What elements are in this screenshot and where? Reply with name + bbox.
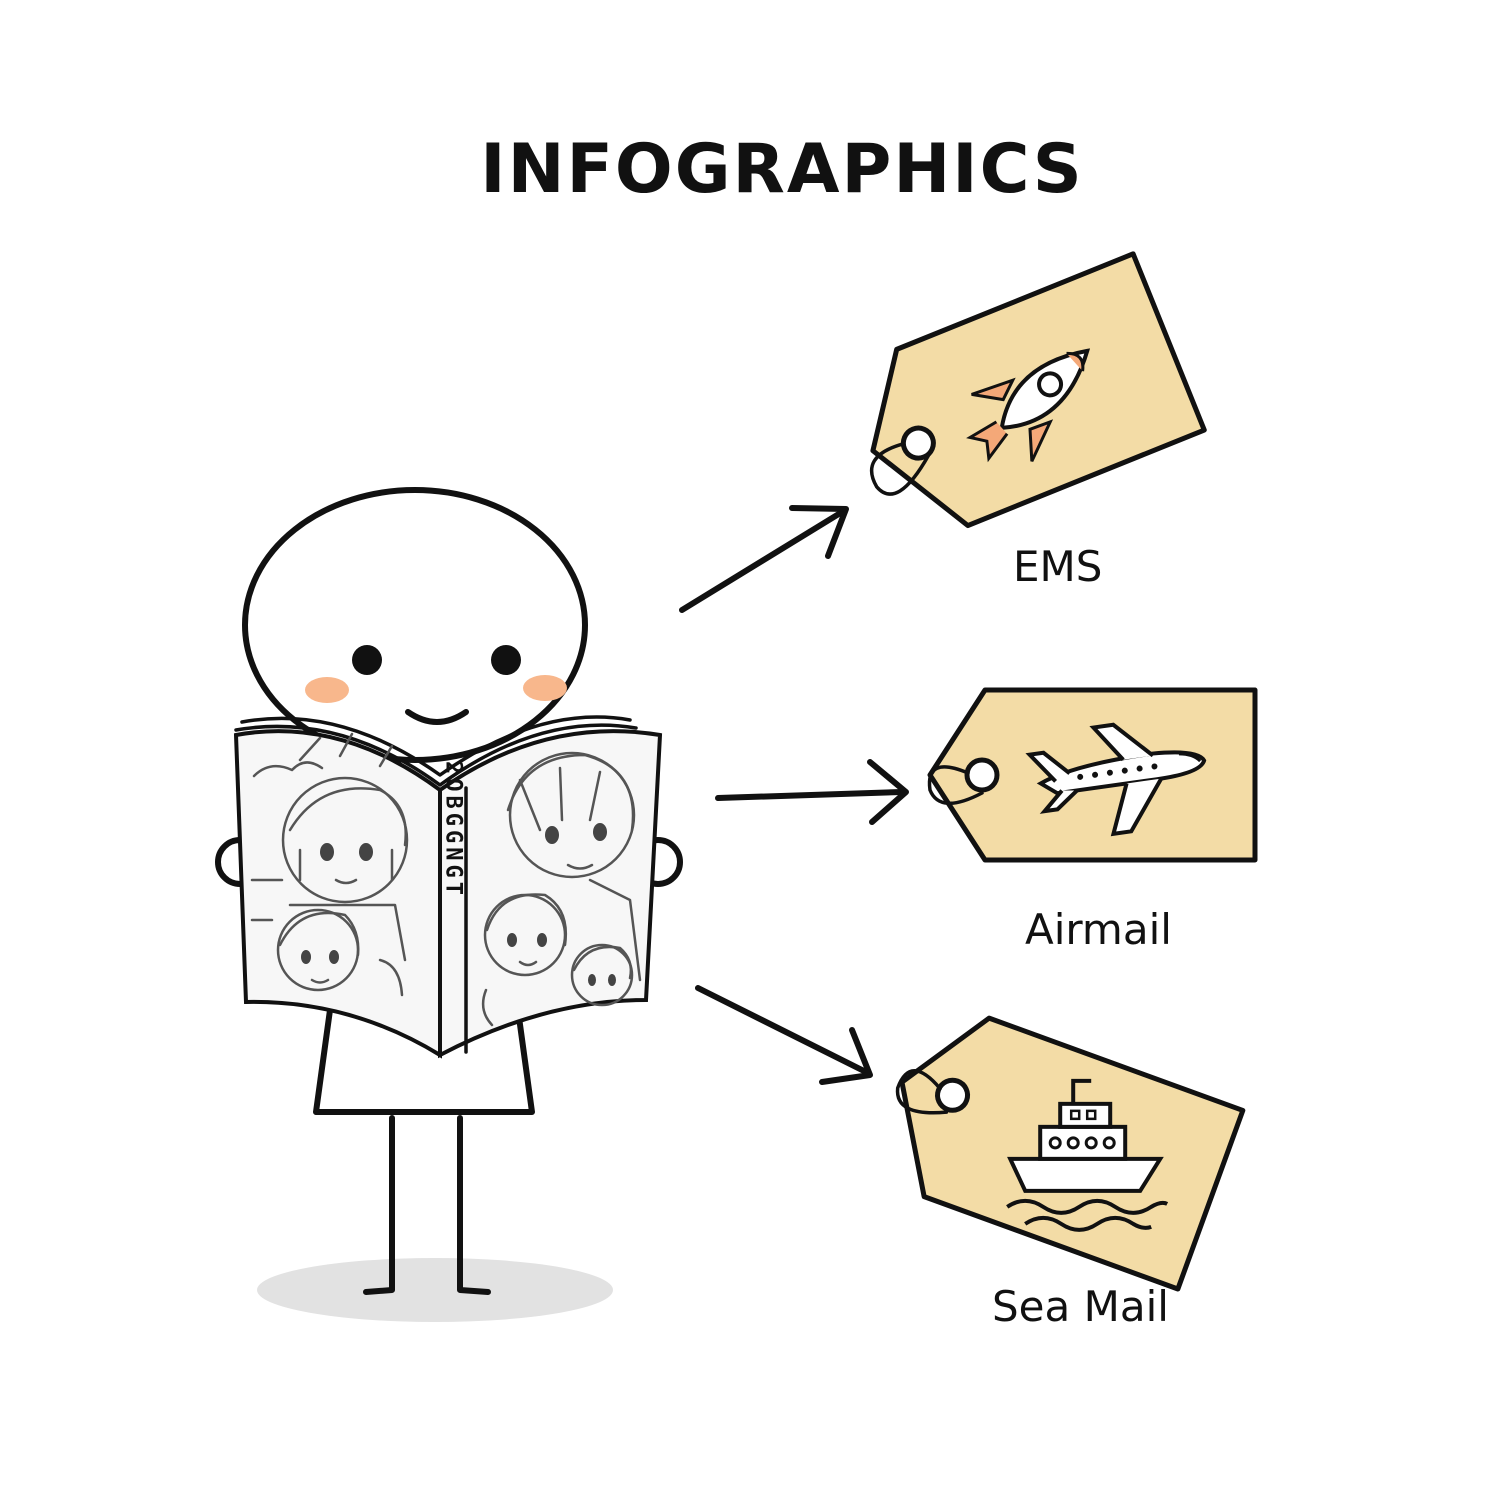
arrow-to-airmail bbox=[715, 759, 909, 825]
sea-mail-tag bbox=[895, 1015, 1246, 1292]
stick-figure-body bbox=[313, 1007, 535, 1115]
left-eye-icon bbox=[352, 645, 382, 675]
right-eye-icon bbox=[491, 645, 521, 675]
left-cheek bbox=[305, 677, 349, 703]
manga-art-left bbox=[250, 732, 409, 997]
rocket-icon bbox=[966, 348, 1091, 463]
airmail-tag bbox=[927, 687, 1258, 863]
manga-art-right bbox=[481, 751, 642, 1027]
ems-label: EMS bbox=[1013, 542, 1103, 591]
arrow-to-sea-mail bbox=[695, 985, 873, 1085]
stick-figure-legs bbox=[363, 1115, 491, 1295]
book-spine-text: 2OBGGNGT bbox=[441, 761, 466, 899]
ship-icon bbox=[1006, 1078, 1169, 1232]
right-cheek bbox=[523, 675, 567, 701]
manga-book: 2OBGGNGT bbox=[233, 715, 663, 1059]
sea-mail-label: Sea Mail bbox=[992, 1282, 1169, 1331]
page-title: INFOGRAPHICS bbox=[480, 130, 1084, 209]
arrow-to-ems bbox=[679, 505, 849, 613]
smile-icon bbox=[405, 709, 469, 725]
airmail-label: Airmail bbox=[1025, 905, 1172, 954]
ground-shadow bbox=[257, 1258, 613, 1322]
airplane-icon bbox=[1025, 722, 1207, 837]
stick-figure-head bbox=[242, 487, 588, 763]
ems-tag bbox=[869, 251, 1207, 529]
